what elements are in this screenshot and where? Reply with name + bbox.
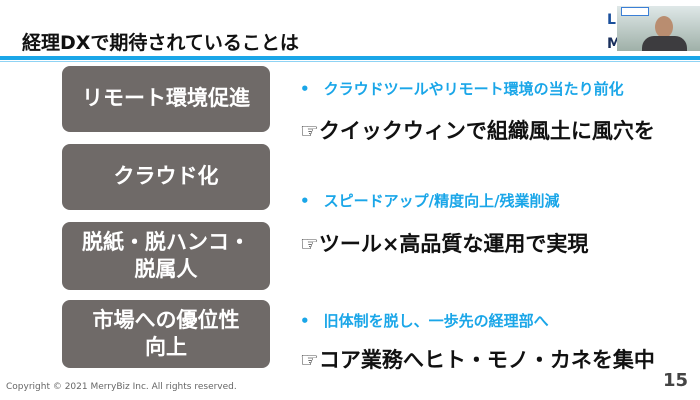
topic-label: 市場への優位性 向上 (92, 307, 240, 359)
copyright: Copyright © 2021 MerryBiz Inc. All right… (6, 382, 237, 392)
point-text: ☞ツール×高品質な運用で実現 (300, 232, 589, 256)
bullet-icon: • (300, 80, 310, 98)
background-slide-letter: L (607, 12, 616, 28)
page-number: 15 (662, 370, 688, 391)
title-divider-thin (0, 61, 700, 62)
topic-box-advantage: 市場への優位性 向上 (62, 300, 270, 368)
webcam-video-thumbnail[interactable] (617, 6, 700, 51)
bullet-item: • 旧体制を脱し、一歩先の経理部へ (300, 310, 549, 331)
person-body (642, 36, 687, 51)
topic-box-paperless: 脱紙・脱ハンコ・ 脱属人 (62, 222, 270, 290)
point-text: ☞コア業務へヒト・モノ・カネを集中 (300, 348, 655, 372)
slide-title: 経理DXで期待されていることは (22, 32, 299, 54)
webcam-name-label (621, 7, 649, 16)
topic-box-cloud: クラウド化 (62, 144, 270, 210)
bullet-icon: • (300, 192, 310, 210)
bullet-text: クラウドツールやリモート環境の当たり前化 (323, 80, 624, 98)
person-head (655, 16, 673, 38)
topic-box-remote: リモート環境促進 (62, 66, 270, 132)
title-divider (0, 56, 700, 60)
topic-label: 脱紙・脱ハンコ・ 脱属人 (82, 229, 250, 281)
bullet-text: スピードアップ/精度向上/残業削減 (323, 192, 560, 210)
bullet-text: 旧体制を脱し、一歩先の経理部へ (323, 312, 549, 330)
point-text: ☞クイックウィンで組織風土に風穴を (300, 119, 655, 143)
topic-label: クラウド化 (113, 164, 219, 189)
bullet-item: • クラウドツールやリモート環境の当たり前化 (300, 78, 624, 99)
bullet-item: • スピードアップ/精度向上/残業削減 (300, 190, 560, 211)
topic-label: リモート環境促進 (82, 86, 250, 111)
bullet-icon: • (300, 312, 310, 330)
